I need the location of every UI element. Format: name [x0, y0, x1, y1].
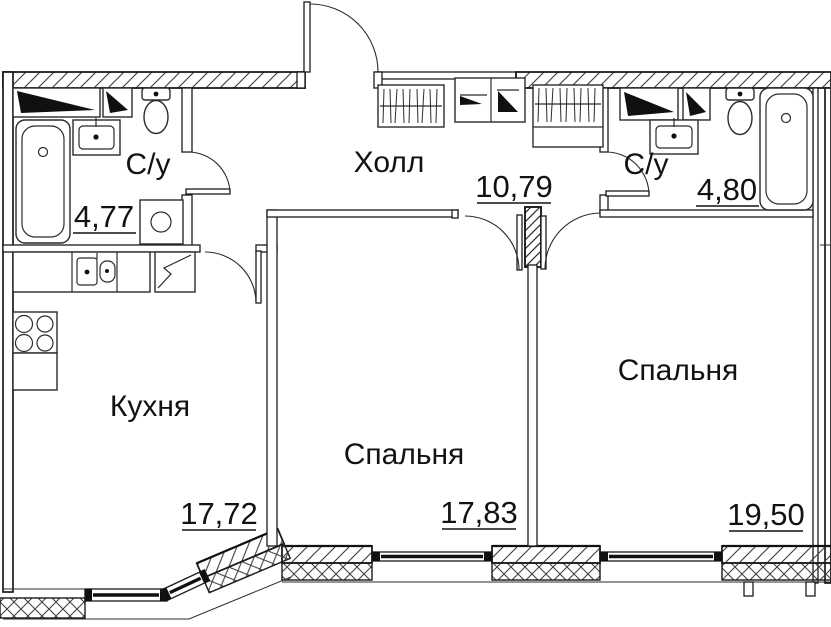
wall-bottom-left [0, 597, 86, 619]
wall-bottom [281, 544, 831, 597]
vent-shaft-icon [682, 87, 711, 121]
outer-walls [0, 71, 831, 620]
wall-bath-left-upper [181, 87, 193, 153]
wall-kitchen-bedroom1 [266, 209, 278, 547]
bath-right-fixtures [619, 87, 814, 211]
room-label-bedroom1: Спальня [344, 438, 465, 471]
fridge-icon [154, 251, 196, 293]
shelf-cabinet-icon [454, 77, 526, 123]
area-label-bedroom1: 17,83 [440, 495, 518, 530]
labels: С/у 4,77 Холл 10,79 С/у 4,80 Кухня 17,72… [73, 146, 805, 532]
wall-bedroom2-top [599, 209, 814, 218]
shaft-column [524, 206, 542, 268]
bath-left-fixtures [12, 87, 184, 245]
vent-shaft-icon [619, 87, 679, 121]
bathtub-icon [759, 87, 814, 211]
bathtub-icon [15, 119, 71, 244]
door-entrance [296, 1, 383, 89]
toilet-icon [725, 87, 755, 136]
sink-icon [649, 118, 699, 155]
room-label-bath-left: С/у [126, 148, 171, 181]
door-bath-right [605, 151, 650, 197]
window-bedroom1 [371, 551, 493, 562]
balcony-tab [743, 581, 754, 597]
toilet-icon [141, 87, 171, 135]
door-bedroom1 [464, 214, 523, 271]
wall-top-left [2, 71, 306, 89]
wall-angled [195, 527, 292, 594]
window-kitchen-angled [160, 568, 211, 602]
window-bedroom2 [599, 551, 723, 562]
area-label-bath-right: 4,80 [697, 172, 757, 207]
room-label-kitchen: Кухня [110, 390, 190, 423]
wardrobe-icon [377, 84, 445, 128]
room-label-hall: Холл [354, 146, 425, 179]
wall-right-inner [812, 87, 819, 584]
stove-icon [12, 311, 58, 354]
kitchen-sink-icon [76, 253, 116, 286]
doors [185, 1, 650, 304]
area-label-bath-left: 4,77 [74, 199, 134, 234]
balcony-tab [805, 581, 816, 597]
hall-closets [377, 77, 604, 148]
room-label-bath-right: С/у [624, 148, 669, 181]
area-label-bedroom2: 19,50 [727, 497, 805, 532]
wall-kitchen-hall [2, 244, 201, 253]
door-kitchen [204, 250, 262, 304]
area-label-kitchen: 17,72 [180, 496, 258, 531]
wall-bedroom1-top [266, 209, 459, 218]
wall-bedrooms-divider [527, 264, 538, 547]
balcony-outline [3, 576, 292, 620]
wall-right-outer [824, 87, 831, 584]
room-label-bedroom2: Спальня [618, 354, 739, 387]
kitchen-fixtures [12, 251, 196, 391]
vent-shaft-icon [12, 87, 101, 118]
wardrobe-icon [532, 84, 604, 148]
wall-left [2, 71, 14, 593]
door-jamb [451, 209, 459, 219]
door-bath-left [185, 151, 231, 195]
sink-icon [72, 118, 121, 156]
windows [84, 551, 723, 602]
interior-walls [2, 87, 814, 547]
washing-machine-icon [139, 199, 184, 245]
kitchen-cabinet [12, 352, 58, 391]
vent-shaft-icon [102, 87, 133, 118]
window-kitchen [84, 588, 168, 602]
door-bedroom2 [540, 212, 601, 270]
area-label-hall: 10,79 [475, 169, 553, 204]
